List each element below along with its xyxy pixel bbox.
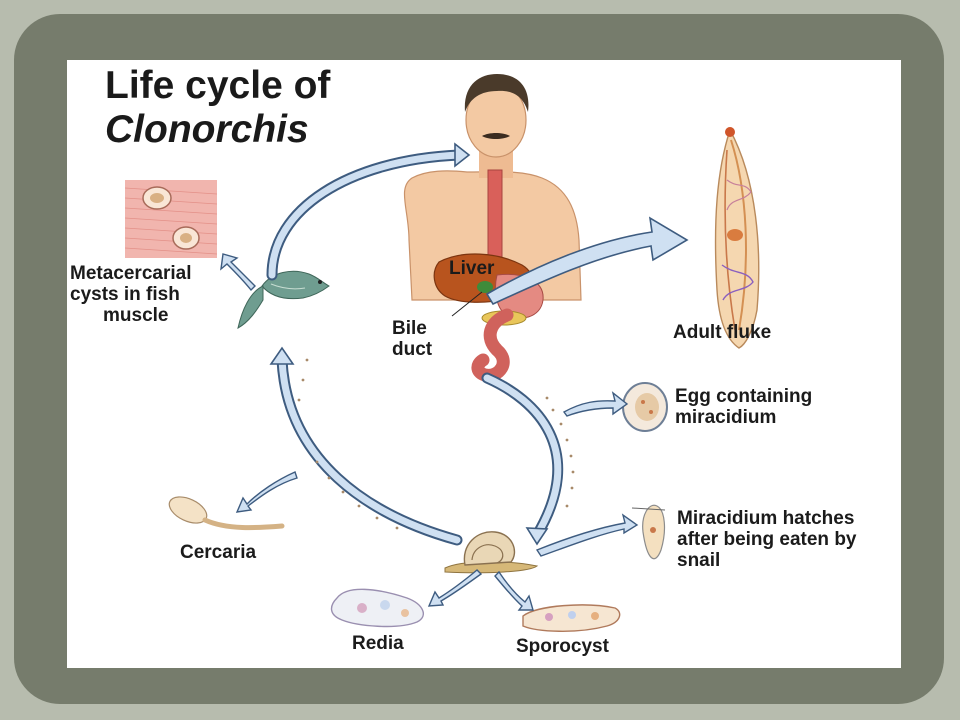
hair <box>464 74 529 112</box>
esophagus <box>487 169 503 266</box>
title-line-1: Life cycle of <box>105 64 331 107</box>
arrow-to-redia <box>427 569 483 607</box>
miracidium-line-1: Miracidium hatches <box>677 508 855 529</box>
bile-duct-pointer <box>451 291 483 317</box>
egg <box>622 382 668 432</box>
diagram-title: Life cycle of Clonorchis <box>105 64 330 152</box>
liver-label: Liver <box>449 258 495 279</box>
arrow-to-miracidium <box>535 513 639 557</box>
cercaria-label: Cercaria <box>180 542 257 563</box>
cercaria <box>168 496 285 531</box>
arrow-to-egg <box>562 391 629 417</box>
arrow-to-adult-fluke <box>485 216 689 306</box>
arrow-to-cysts <box>220 253 256 292</box>
egg-line-1: Egg containing <box>675 386 813 407</box>
miracidium-label: Miracidium hatches after being eaten by … <box>677 508 857 571</box>
egg-line-2: miracidium <box>675 407 777 428</box>
egg-label: Egg containing miracidium <box>675 386 812 428</box>
muscle-cysts-tile <box>124 180 218 258</box>
metacercarial-label: Metacercarial cysts in fish muscle <box>70 263 191 326</box>
metacercarial-line-1: Metacercarial <box>70 263 192 284</box>
fish <box>237 270 330 329</box>
miracidium <box>631 504 666 560</box>
miracidium-line-3: snail <box>677 550 721 571</box>
gallbladder <box>477 281 493 293</box>
intestine <box>471 308 514 382</box>
bile-duct-line-1: Bile <box>392 318 427 339</box>
title-line-2: Clonorchis <box>105 108 309 151</box>
sporocyst <box>522 604 621 632</box>
arrow-to-sporocyst <box>494 570 534 611</box>
metacercarial-line-2: cysts in fish <box>70 284 180 305</box>
redia-label: Redia <box>352 633 404 654</box>
mustache <box>482 133 510 139</box>
bile-duct-line-2: duct <box>392 339 433 360</box>
arc-snail-to-fish <box>276 354 463 546</box>
adult-fluke <box>714 127 760 349</box>
life-cycle-illustration <box>124 74 760 632</box>
adult-fluke-label: Adult fluke <box>673 322 772 343</box>
diagram-panel: Life cycle of Clonorchis Liver Bile duct… <box>67 60 901 668</box>
bile-duct-label: Bile duct <box>392 318 432 360</box>
snail <box>444 531 539 574</box>
sporocyst-label: Sporocyst <box>516 636 609 657</box>
miracidium-line-2: after being eaten by <box>677 529 857 550</box>
redia <box>330 588 425 628</box>
arrow-to-cercaria <box>235 471 298 513</box>
metacercarial-line-3: muscle <box>103 305 169 326</box>
